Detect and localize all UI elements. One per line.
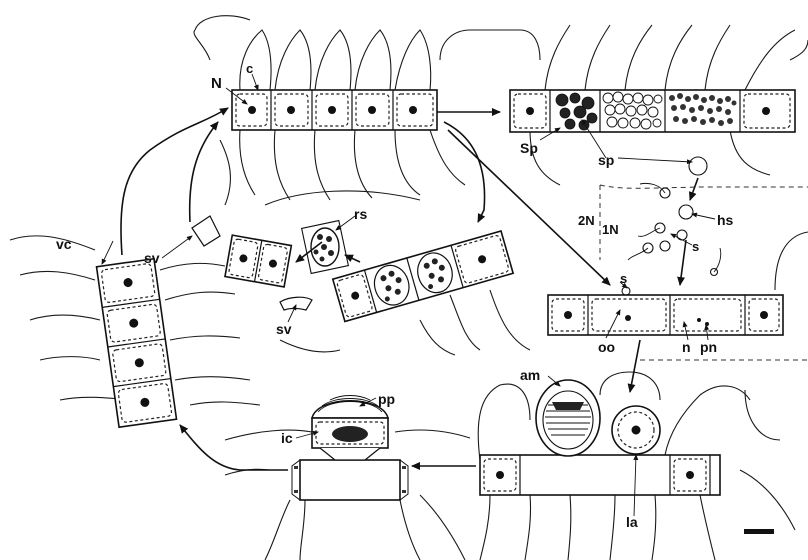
cycle-arrows [120, 107, 699, 471]
released-spore [300, 219, 350, 275]
label-la: la [626, 514, 638, 530]
label-pp: pp [378, 391, 395, 407]
label-ic: ic [281, 430, 293, 446]
label-s-lower: s [620, 271, 627, 286]
bottom-right-filament [479, 379, 721, 496]
label-sp: sp [598, 152, 614, 168]
label-n: n [682, 339, 691, 355]
label-pn: pn [700, 339, 717, 355]
label-Sp: Sp [520, 140, 538, 156]
left-filament [95, 257, 178, 429]
labels: N c Sp sp hs 2N 1N s s vc sv sv rs oo n … [56, 61, 734, 530]
label-leaders [101, 73, 716, 517]
label-oo: oo [598, 339, 615, 355]
label-am: am [520, 367, 540, 383]
spermatangial-filament [509, 89, 796, 133]
label-N: N [211, 75, 222, 92]
label-1N: 1N [602, 222, 619, 237]
label-c: c [246, 61, 253, 76]
top-filament [231, 89, 438, 131]
label-sv-lower: sv [276, 321, 292, 337]
label-s-upper: s [692, 239, 699, 254]
label-sv-upper: sv [144, 250, 160, 266]
fragment-two-cell [224, 234, 293, 288]
center-filament [331, 229, 515, 323]
germling [291, 395, 409, 501]
label-2N: 2N [578, 213, 595, 228]
label-rs: rs [354, 206, 367, 222]
label-vc: vc [56, 236, 72, 252]
spore-vessels [191, 215, 313, 311]
scale-bar [744, 529, 774, 534]
label-hs: hs [717, 212, 734, 228]
oogonial-filament [547, 294, 784, 336]
spermatia [621, 156, 719, 312]
